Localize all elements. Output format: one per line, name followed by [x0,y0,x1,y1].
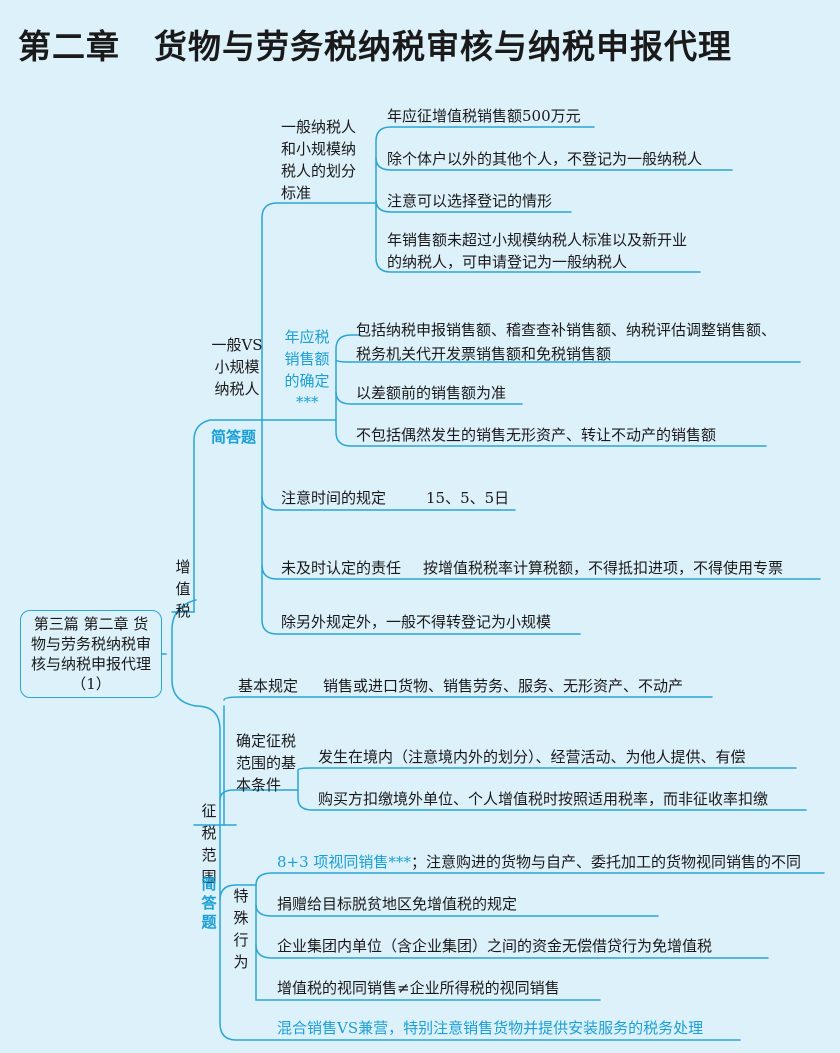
no-reversion-rule: 除另外规定外，一般不得转登记为小规模 [281,613,552,631]
division-line-2 [375,157,733,171]
sales-line-1 [335,359,801,363]
short-answer-tag-general: 简答题 [211,428,257,446]
sales-item-1: 包括纳税申报销售额、稽查查补销售额、纳税评估调整销售额、税务机关代开发票销售额和… [356,321,777,363]
general-spine [261,202,581,635]
division-item-1: 年应征增值税销售额500万元 [387,107,581,125]
spine-to-time [261,495,516,511]
spine-to-late [261,564,821,580]
trunk-bracket [171,599,197,707]
division-item-3: 注意可以选择登记的情形 [387,192,553,210]
division-standard-label: 一般纳税人和小规模纳税人的划分标准 [281,118,357,202]
basic-rule-label: 基本规定 [238,677,299,695]
late-recognition-label: 未及时认定的责任 [281,559,402,577]
division-line-3 [375,199,572,213]
general-branch [193,419,263,613]
special-spine [255,872,825,1001]
root-label: 第三篇 第二章 货物与劳务税纳税审核与纳税申报代理（1） [30,615,151,693]
special-branch [219,884,257,901]
special-item-4: 增值税的视同销售≠企业所得税的视同销售 [277,979,560,997]
special-item-1: 8+3 项视同销售***；注意购进的货物与自产、委托加工的货物视同销售的不同 [277,851,801,873]
special-item-2: 捐赠给目标脱贫地区免增值税的规定 [277,895,518,913]
basic-rule-line [223,696,713,701]
scope-branch [195,705,741,1041]
division-spine [375,126,701,273]
short-answer-tag-scope: 简答题 [201,875,217,931]
basic-conditions-label: 确定征税范围的基本条件 [236,732,297,794]
special-item-3: 企业集团内单位（含企业集团）之间的资金无偿借贷行为免增值税 [277,937,713,955]
condition-item-1: 发生在境内（注意境内外的划分）、经营活动、为他人提供、有偿 [318,748,746,766]
special-line-3 [255,944,769,959]
condition-item-2: 购买方扣缴境外单位、个人增值税时按照适用税率，而非征收率扣缴 [318,790,769,808]
scope-label: 征税范围 [201,802,217,886]
late-recognition-value: 按增值税税率计算税额，不得抵扣进项，不得使用专票 [423,559,784,577]
sales-item-2: 以差额前的销售额为准 [356,384,507,402]
sales-determination-label: 年应税销售额的确定 [284,328,330,390]
division-item-2: 除个体户以外的其他个人，不登记为一般纳税人 [387,150,703,168]
general-vs-small-label: 一般VS小规模纳税人 [211,336,263,398]
special-acts-label: 特殊行为 [233,887,249,971]
time-rule-label: 注意时间的规定 [281,489,387,507]
conditions-branch [219,789,299,801]
deemed-sales-highlight: 8+3 项视同销售*** [277,853,411,871]
basic-rule-value: 销售或进口货物、销售劳务、服务、无形资产、不动产 [323,677,684,695]
division-item-4: 年销售额未超过小规模纳税人标准以及新开业的纳税人，可申请登记为一般纳税人 [387,231,688,271]
page-title: 第二章 货物与劳务税纳税审核与纳税申报代理 [18,27,732,66]
root-node: 第三篇 第二章 货物与劳务税纳税审核与纳税申报代理（1） [20,610,162,698]
conditions-spine [297,767,807,811]
special-line-2 [255,904,659,917]
sales-item-3: 不包括偶然发生的销售无形资产、转让不动产的销售额 [356,426,717,444]
sales-line-2 [335,391,523,405]
sales-spine [335,334,767,447]
vat-label: 增值税 [175,558,191,620]
time-rule-value: 15、5、5日 [426,489,510,507]
special-item-5: 混合销售VS兼营，特别注意销售货物并提供安装服务的税务处理 [277,1019,704,1037]
sales-stars: *** [296,393,319,411]
deemed-sales-note: ；注意购进的货物与自产、委托加工的货物视同销售的不同 [410,853,801,871]
